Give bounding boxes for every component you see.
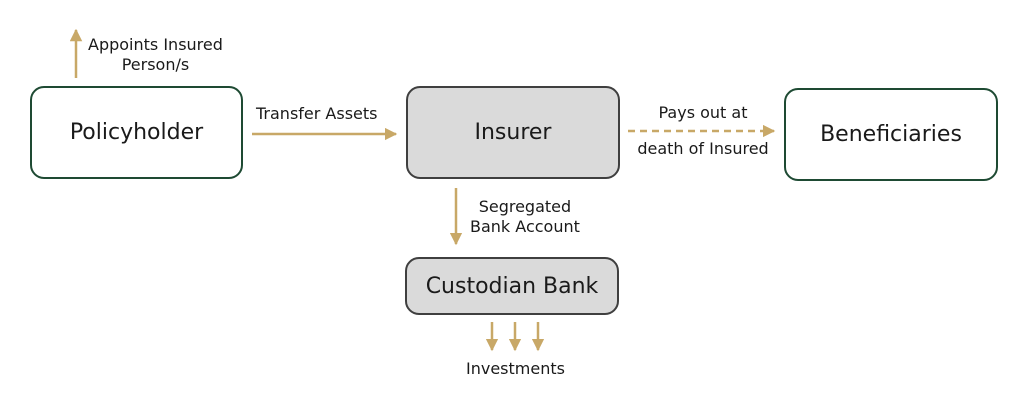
pays-out-label-line1: Pays out at: [658, 103, 748, 122]
pays-out-label-line2: death of Insured: [637, 139, 769, 158]
investments-label: Investments: [466, 359, 565, 378]
segregated-label-line2: Bank Account: [470, 217, 580, 236]
beneficiaries-node: Beneficiaries: [784, 88, 998, 181]
appoints-label-line2: Person/s: [121, 55, 190, 74]
policyholder-node: Policyholder: [30, 86, 243, 179]
custodian-bank-node: Custodian Bank: [405, 257, 619, 315]
appoints-label-line1: Appoints Insured: [88, 35, 223, 54]
segregated-label: Segregated Bank Account: [470, 197, 580, 237]
insurer-node: Insurer: [406, 86, 620, 179]
appoints-label: Appoints Insured Person/s: [88, 35, 223, 75]
segregated-label-line1: Segregated: [478, 197, 572, 216]
transfer-assets-label: Transfer Assets: [256, 104, 378, 123]
pays-out-label: Pays out at death of Insured: [630, 103, 776, 159]
